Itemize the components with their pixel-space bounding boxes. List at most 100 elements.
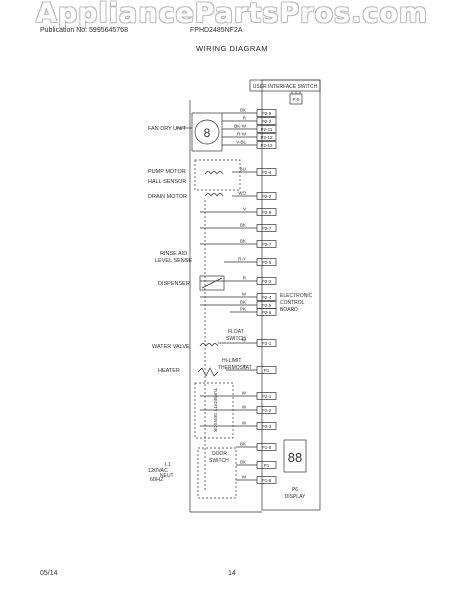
wire-color-label: W xyxy=(242,391,247,396)
pump-coil xyxy=(204,171,224,175)
connector-pin xyxy=(256,240,277,248)
connector-pin xyxy=(256,461,277,469)
wire-color-label: WO xyxy=(238,191,246,196)
wire-color-label: BK xyxy=(240,460,246,465)
connector-label: P2-11 xyxy=(261,127,273,132)
water-valve-coil xyxy=(199,343,219,347)
fan-dry-unit-circle xyxy=(194,119,220,145)
heater-element xyxy=(197,367,219,377)
connector-pin xyxy=(256,406,277,414)
display-box xyxy=(283,439,307,473)
wire-color-label: BU xyxy=(240,167,246,172)
wire-color-label: PK xyxy=(240,307,246,312)
hi-limit-label-2: THERMOSTAT xyxy=(218,365,252,371)
connector-label: P2-4 xyxy=(262,170,272,175)
wire-color-label: W xyxy=(242,421,247,426)
rinse-aid-label: RINSE AID xyxy=(160,251,187,257)
float-switch-label-1: FLOAT xyxy=(228,329,244,335)
page-title: WIRING DIAGRAM xyxy=(196,44,268,53)
connector-pin xyxy=(256,224,277,232)
connector-pin xyxy=(256,443,277,451)
water-valve-label: WATER VALVE xyxy=(152,344,190,350)
connector-pin xyxy=(256,422,277,430)
heater-label: HEATER xyxy=(158,368,180,374)
wire-color-label: R xyxy=(243,116,247,121)
p5-label: P-5 xyxy=(292,97,300,102)
hall-sensor-label: HALL SENSOR xyxy=(148,179,186,185)
connector-label: P2-7 xyxy=(262,226,272,231)
connector-pin xyxy=(256,208,277,216)
connector-label: P2-2 xyxy=(262,408,272,413)
wire-color-label: V-BL xyxy=(236,140,246,145)
connector-pin xyxy=(256,133,277,141)
door-switch-label-2: SWITCH xyxy=(209,458,229,464)
connector-pin xyxy=(256,109,277,117)
connector-pin xyxy=(256,293,277,301)
ecb-label-1: ELECTRONIC xyxy=(280,293,313,299)
connector-label: P2-3 xyxy=(262,279,272,284)
p6-label: P6 xyxy=(292,487,298,493)
connector-label: P2-5 xyxy=(262,260,272,265)
drain-coil xyxy=(204,193,224,197)
connector-label: P2-13 xyxy=(260,143,273,148)
turbidity-sensor-box xyxy=(194,382,234,439)
wire-color-label: BK-W xyxy=(234,124,247,129)
connector-pin xyxy=(256,117,277,125)
connector-label: P1 xyxy=(264,368,270,373)
watermark: AppliancePartsPros.com xyxy=(35,0,429,29)
wire-color-label: BK xyxy=(240,442,246,447)
model-number: FPHD2485NF2A xyxy=(190,27,243,34)
connector-pin xyxy=(256,476,277,484)
ecb-label-3: BOARD xyxy=(280,307,298,313)
connector-group: P2-9BKP2-2RP2-11BK-WP2-12R-WP2-13V-BLP2-… xyxy=(200,108,277,484)
connector-pin xyxy=(256,308,277,316)
connector-label: P2-12 xyxy=(260,135,273,140)
neutral-label: NEUT xyxy=(160,473,174,479)
connector-label: P2-1 xyxy=(262,341,272,346)
dispenser-label: DISPENSER xyxy=(158,281,190,287)
wire-color-label: BK xyxy=(240,223,246,228)
footer-page: 14 xyxy=(228,570,236,577)
pump-motor-label: PUMP MOTOR xyxy=(148,169,186,175)
connector-label: P2-7 xyxy=(262,242,272,247)
wire-color-label: BK xyxy=(240,239,246,244)
hi-limit-label-1: HI-LIMIT xyxy=(222,358,241,364)
connector-pin xyxy=(256,168,277,176)
connector-label: P2-3 xyxy=(262,424,272,429)
fan-digit: 8 xyxy=(204,126,211,140)
connector-pin xyxy=(256,366,277,374)
display-digits: 88 xyxy=(288,450,302,465)
wire-color-label: R xyxy=(243,276,247,281)
ecb-label-2: CONTROL xyxy=(280,300,305,306)
float-switch-label-2: SWITCH xyxy=(226,336,246,342)
wire-color-label: V xyxy=(243,207,246,212)
wire-color-label: BK xyxy=(240,108,246,113)
connector-label: P1-6 xyxy=(262,478,272,483)
user-interface-switch-label: USER INTERFACE SWITCH xyxy=(253,84,318,90)
connector-label: P1 xyxy=(264,463,270,468)
wire-color-label: W xyxy=(242,292,247,297)
fan-dry-unit-label: FAN DRY UNIT xyxy=(148,126,187,132)
display-label: DISPLAY xyxy=(285,494,306,500)
connector-label: P2-2 xyxy=(262,194,272,199)
turbidity-sensor-label: TURBIDITY SENSOR xyxy=(213,388,218,433)
wire-color-label: R-Y xyxy=(238,257,246,262)
connector-label: P1-5 xyxy=(262,445,272,450)
dispenser-element xyxy=(201,277,223,289)
wire-color-label: W xyxy=(242,405,247,410)
l1-label: L1 xyxy=(165,462,171,468)
wire-color-label: BK xyxy=(240,300,246,305)
connector-label: P2-8 xyxy=(262,210,272,215)
connector-label: P2-9 xyxy=(262,111,272,116)
connector-label: P2-4 xyxy=(262,295,272,300)
pump-motor-box xyxy=(194,159,241,191)
user-interface-switch-box xyxy=(249,79,321,92)
connector-pin xyxy=(256,277,277,285)
dispenser-box xyxy=(199,275,225,291)
drain-motor-label: DRAIN MOTOR xyxy=(148,194,187,200)
supply-voltage-label: 120VAC xyxy=(148,468,168,474)
connector-label: P2-1 xyxy=(262,394,272,399)
connector-pin xyxy=(256,339,277,347)
connector-pin xyxy=(256,192,277,200)
